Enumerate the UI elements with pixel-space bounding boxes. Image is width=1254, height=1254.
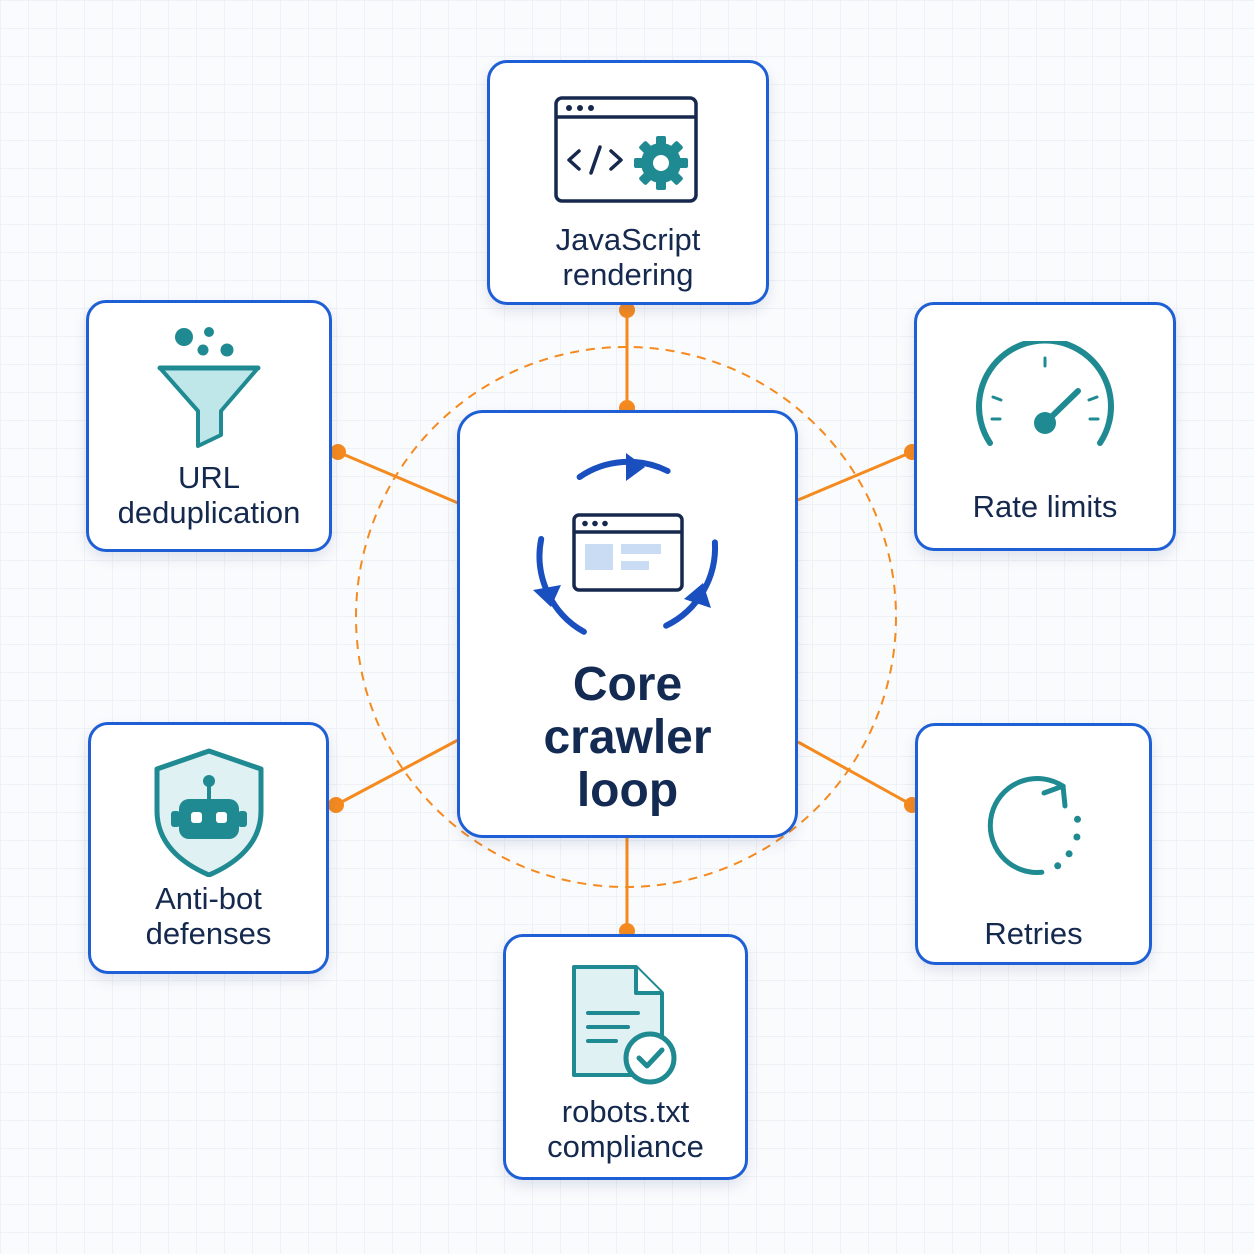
center-label: Core crawler loop (543, 658, 712, 817)
browser-cycle-icon (532, 453, 718, 635)
node-anti-bot-defenses: Anti-bot defenses (88, 722, 329, 974)
node-label: Retries (984, 916, 1083, 951)
code-window-gear-icon (554, 96, 698, 203)
node-javascript-rendering: JavaScript rendering (487, 60, 769, 305)
core-crawler-loop-node: Core crawler loop (457, 410, 798, 838)
connector-dot (619, 302, 635, 318)
node-label: URL deduplication (117, 460, 301, 530)
node-label: Rate limits (972, 489, 1118, 524)
document-check-icon (571, 965, 676, 1085)
connector-dot (328, 797, 344, 813)
connector-dot (330, 444, 346, 460)
node-robots-txt-compliance: robots.txt compliance (503, 934, 748, 1180)
connector-url-dedup (337, 450, 459, 505)
node-retries: Retries (915, 723, 1152, 965)
funnel-icon (157, 327, 261, 448)
connector-rate-limits (797, 450, 913, 502)
node-rate-limits: Rate limits (914, 302, 1176, 551)
speedometer-icon (976, 341, 1114, 446)
node-label: JavaScript rendering (555, 222, 701, 292)
node-url-deduplication: URL deduplication (86, 300, 332, 552)
shield-robot-icon (154, 748, 263, 877)
connector-retries (797, 740, 913, 807)
retry-arrow-icon (987, 776, 1081, 876)
node-label: Anti-bot defenses (145, 881, 272, 951)
node-label: robots.txt compliance (547, 1094, 704, 1164)
connector-anti-bot (335, 738, 459, 807)
